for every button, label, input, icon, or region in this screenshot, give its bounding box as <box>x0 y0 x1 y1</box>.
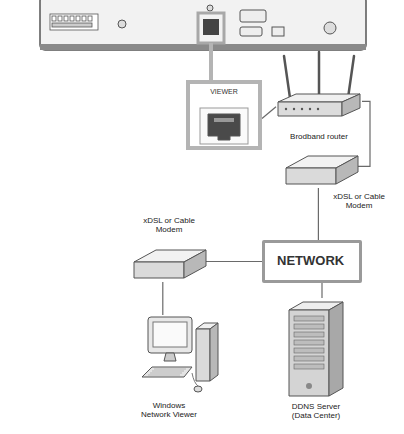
device-caption: xDSL or Cable Modem <box>140 216 198 234</box>
modem-side <box>336 156 358 184</box>
device-caption: Windows Network Viewer <box>138 401 200 419</box>
dvr-base <box>40 44 366 50</box>
modem-front <box>286 168 336 184</box>
port-frame <box>200 108 248 144</box>
led <box>317 108 319 110</box>
server-device: DDNS Server (Data Center) <box>285 298 347 398</box>
ground-screw <box>207 5 213 11</box>
device-illustration <box>286 152 358 188</box>
network-box: NETWORK <box>262 240 362 283</box>
network-cable <box>206 261 262 262</box>
device-illustration <box>276 52 362 128</box>
device-illustration <box>134 246 206 282</box>
audio-jack <box>118 20 126 28</box>
caption-holder: Windows Network Viewer <box>138 401 200 419</box>
tower-front <box>196 329 210 381</box>
drive-bay <box>294 316 324 321</box>
antenna <box>318 52 321 94</box>
modem-device: xDSL or Cable Modem <box>134 246 206 282</box>
monitor <box>148 317 192 353</box>
caption-holder: Brodband router <box>268 132 370 141</box>
pc-icon <box>142 317 218 392</box>
drive-bay <box>294 324 324 329</box>
led <box>309 108 311 110</box>
monitor-stand <box>164 353 176 361</box>
drive-bay <box>294 348 324 353</box>
keyboard <box>142 367 192 377</box>
device-caption: DDNS Server (Data Center) <box>286 402 346 420</box>
device-illustration <box>190 106 258 146</box>
caption-holder: xDSL or Cable Modem <box>140 216 198 234</box>
device-caption: Brodband router <box>268 132 370 141</box>
router-icon <box>278 52 360 116</box>
socket-pins <box>214 118 234 122</box>
tower-side <box>210 323 218 381</box>
network-cable <box>262 107 276 119</box>
vga-port <box>240 10 266 22</box>
dvr-housing <box>40 0 366 50</box>
key-row <box>154 369 186 370</box>
server-front <box>289 310 329 396</box>
modem-front <box>134 262 184 278</box>
caption-holder: DDNS Server (Data Center) <box>286 402 346 420</box>
power-button <box>306 383 312 389</box>
caption-holder: xDSL or Cable Modem <box>330 192 388 210</box>
viewer-callout: VIEWER <box>186 80 262 150</box>
network-cable <box>318 188 319 240</box>
device-illustration <box>285 298 347 398</box>
port-highlight <box>198 13 224 43</box>
modem-side <box>184 250 206 278</box>
antenna <box>348 56 354 98</box>
zoom-leader <box>209 43 213 80</box>
router-front <box>278 102 342 116</box>
device-caption: xDSL or Cable Modem <box>330 192 388 210</box>
modem-device: xDSL or Cable Modem <box>286 152 358 188</box>
network-label: NETWORK <box>277 254 347 269</box>
network-cable <box>358 101 370 166</box>
drive-bay <box>294 332 324 337</box>
drive-bay <box>294 340 324 345</box>
server-icon <box>289 302 343 396</box>
viewer-port <box>203 19 219 35</box>
mouse-cable <box>192 373 198 386</box>
led <box>285 108 287 110</box>
router-side <box>342 94 360 116</box>
mouse <box>194 386 202 392</box>
drive-bay <box>294 356 324 361</box>
network-cable <box>162 282 163 315</box>
pc-device: Windows Network Viewer <box>140 315 220 397</box>
key-row <box>150 373 182 374</box>
drive-bay <box>294 364 324 369</box>
led <box>301 108 303 110</box>
network-cable <box>321 283 322 298</box>
power-jack <box>324 22 336 34</box>
key-row <box>148 375 180 376</box>
rj45-socket <box>208 114 240 140</box>
router-device: Brodband router <box>276 52 362 128</box>
port-icon <box>200 108 248 144</box>
server-side <box>329 302 343 396</box>
key-row <box>152 371 184 372</box>
modem-icon <box>286 156 358 184</box>
screen <box>153 322 187 347</box>
hdmi-port <box>240 27 262 36</box>
led <box>293 108 295 110</box>
modem-icon <box>134 250 206 278</box>
device-illustration <box>140 315 220 397</box>
alarm-terminal-block <box>50 14 98 30</box>
antenna <box>284 56 290 98</box>
usb-port <box>272 27 284 36</box>
port-label: VIEWER <box>190 84 258 96</box>
